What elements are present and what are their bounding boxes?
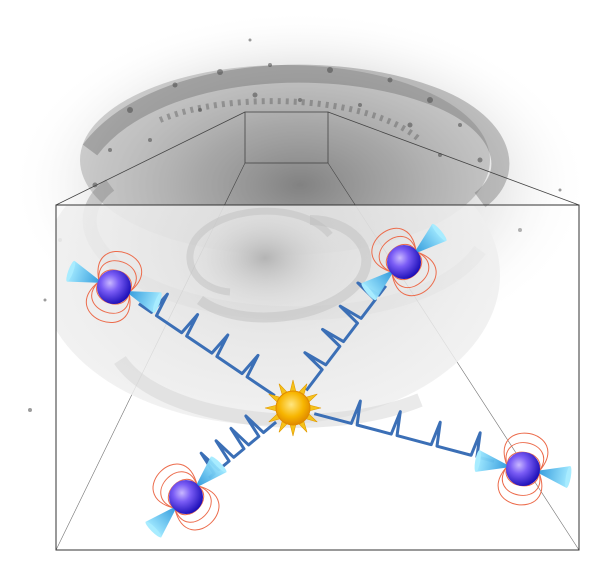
timing-signal-bottom-right [313, 399, 495, 463]
zoom-source-box [244, 111, 329, 164]
pulsar-core [97, 270, 131, 304]
pulsar-core [169, 480, 203, 514]
field-line [85, 281, 131, 324]
field-line [378, 235, 417, 273]
zoom-line-left [55, 111, 246, 206]
field-line [503, 432, 549, 473]
pulsar-beam-cap [361, 282, 377, 301]
pulsar-core [387, 245, 421, 279]
sun-icon [264, 379, 322, 437]
field-line [391, 251, 430, 289]
timing-signal-bottom-left [199, 414, 278, 479]
zoomed-inset [56, 205, 579, 550]
pulsar-beam-cap [431, 223, 447, 242]
timing-signals [138, 281, 495, 479]
pulsar-beam-cap [210, 456, 227, 473]
field-line [501, 465, 541, 496]
pulsar-beam-cap [565, 466, 572, 488]
field-line [160, 471, 198, 509]
pulsar-icon [66, 250, 162, 324]
pulsars [66, 223, 572, 538]
pulsar-beam [67, 260, 103, 283]
magnetic-field-lines [371, 227, 437, 297]
timing-signal-top-right [303, 281, 388, 392]
field-line [391, 251, 437, 297]
field-line [152, 463, 198, 509]
pulsar-core [506, 452, 540, 486]
inset-border [55, 204, 580, 551]
pulsar-beam [475, 450, 512, 472]
pulsar-icon [474, 432, 572, 506]
pulsar-beam-cap [474, 450, 481, 472]
pulsar-icon [145, 456, 227, 538]
field-line [505, 442, 545, 473]
pulsar-beam-cap [66, 260, 76, 282]
pulsar-beam [125, 291, 161, 314]
pulsar-icon [361, 223, 447, 301]
field-line [174, 485, 220, 531]
timing-signal-top-left [138, 292, 276, 397]
pulsar-beam-cap [152, 292, 162, 314]
pulsar-beam [534, 466, 571, 488]
magnetic-field-lines [152, 463, 220, 531]
field-line [371, 227, 417, 273]
zoom-line-right [327, 111, 580, 206]
pulsar-beam-cap [145, 521, 162, 538]
field-line [91, 281, 130, 314]
field-line [174, 485, 212, 523]
field-line [497, 465, 543, 506]
